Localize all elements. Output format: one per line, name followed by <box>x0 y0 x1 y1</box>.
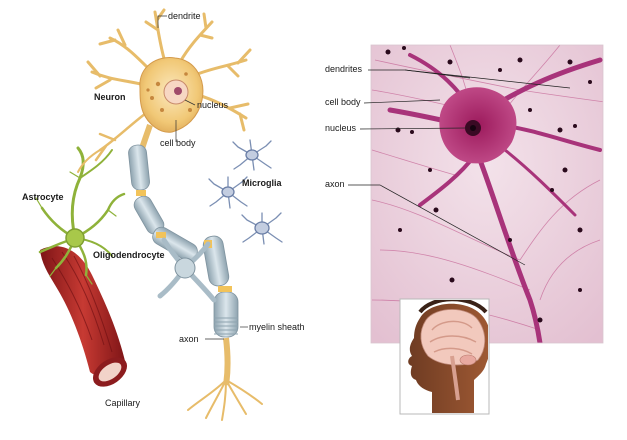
head-inset <box>400 299 491 414</box>
label-neuron: Neuron <box>94 92 126 103</box>
label-astrocyte: Astrocyte <box>22 192 64 203</box>
label-myelin-sheath: myelin sheath <box>249 322 305 333</box>
label-micro-cell-body: cell body <box>325 97 361 108</box>
label-dendrite: dendrite <box>168 11 201 22</box>
label-oligodendrocyte: Oligodendrocyte <box>93 250 165 261</box>
label-dendrites: dendrites <box>325 64 362 75</box>
label-micro-axon: axon <box>325 179 345 190</box>
microglia-cells <box>209 140 282 244</box>
axon-illustration <box>128 125 262 420</box>
micrograph <box>371 45 605 343</box>
neuron-soma <box>140 58 203 133</box>
label-axon: axon <box>179 334 199 345</box>
label-nucleus: nucleus <box>197 100 228 111</box>
label-microglia: Microglia <box>242 178 282 189</box>
label-micro-nucleus: nucleus <box>325 123 356 134</box>
label-cell-body: cell body <box>160 138 196 149</box>
label-capillary: Capillary <box>105 398 140 409</box>
